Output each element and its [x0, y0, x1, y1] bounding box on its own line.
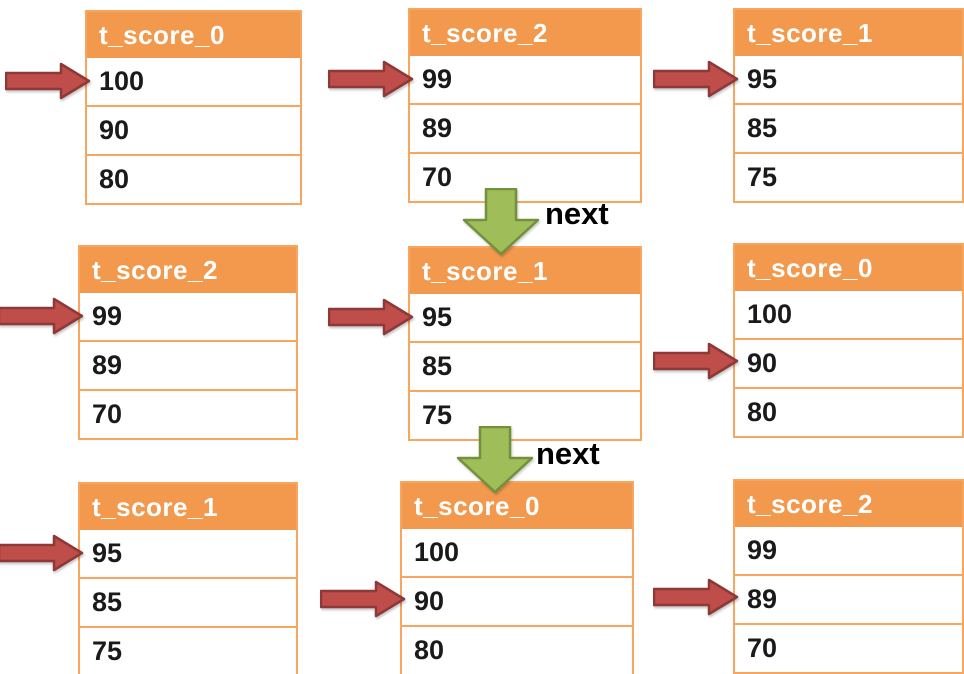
table-row: 99	[735, 527, 962, 574]
cell-value: 89	[422, 113, 453, 143]
score-table-group-top-left: t_score_0 100 90 80	[5, 10, 302, 205]
cell-value: 95	[747, 64, 778, 94]
cell-value: 89	[747, 584, 778, 614]
table-row: 100	[87, 58, 300, 105]
table-row: 85	[410, 341, 640, 390]
cell-value: 95	[422, 302, 453, 332]
cell-value: 100	[414, 537, 460, 567]
table-header: t_score_2	[735, 481, 962, 527]
table-row: 99	[410, 56, 640, 103]
score-table: t_score_2 99 89 70	[733, 479, 964, 674]
table-row: 75	[80, 626, 296, 674]
cell-value: 100	[747, 299, 793, 329]
cell-value: 100	[99, 66, 145, 96]
table-header: t_score_1	[410, 248, 640, 294]
cell-value: 70	[92, 399, 123, 429]
cell-value: 99	[422, 64, 453, 94]
cell-value: 80	[747, 397, 778, 427]
table-header: t_score_0	[735, 245, 962, 291]
current-row-pointer-arrow-icon	[0, 297, 84, 335]
table-row: 90	[87, 105, 300, 154]
table-row: 95	[735, 56, 962, 103]
table-row: 80	[87, 154, 300, 203]
table-row: 85	[80, 577, 296, 626]
table-row: 89	[80, 340, 296, 389]
table-row: 70	[80, 389, 296, 438]
score-table-group-bottom-right: t_score_2 99 89 70	[653, 479, 964, 674]
cell-value: 85	[747, 113, 778, 143]
score-table-group-middle-left: t_score_2 99 89 70	[0, 245, 298, 440]
table-header: t_score_0	[87, 12, 300, 58]
cell-value: 89	[92, 350, 123, 380]
current-row-pointer-arrow-icon	[328, 60, 414, 98]
table-row: 70	[410, 152, 640, 201]
cell-value: 70	[747, 633, 778, 663]
table-header: t_score_2	[410, 10, 640, 56]
score-table-group-middle-right: t_score_0 100 90 80	[653, 243, 964, 438]
score-table-group-bottom-middle: t_score_0 100 90 80	[320, 481, 634, 674]
current-row-pointer-arrow-icon	[653, 578, 739, 616]
table-row: 80	[735, 387, 962, 436]
cell-value: 90	[414, 586, 445, 616]
table-header: t_score_2	[80, 247, 296, 293]
next-arrow-icon	[456, 426, 534, 494]
cell-value: 80	[414, 635, 445, 665]
current-row-pointer-arrow-icon	[328, 298, 414, 336]
cell-value: 75	[747, 162, 778, 192]
table-row: 70	[735, 623, 962, 672]
current-row-pointer-arrow-icon	[320, 580, 406, 618]
score-table-group-middle-middle: t_score_1 95 85 75	[328, 246, 642, 441]
cell-value: 90	[99, 115, 130, 145]
current-row-pointer-arrow-icon	[653, 342, 739, 380]
table-row: 89	[735, 574, 962, 623]
cell-value: 90	[747, 348, 778, 378]
score-table: t_score_2 99 89 70	[408, 8, 642, 203]
table-row: 90	[402, 576, 632, 625]
table-row: 95	[80, 530, 296, 577]
table-row: 99	[80, 293, 296, 340]
current-row-pointer-arrow-icon	[653, 60, 739, 98]
score-table: t_score_1 95 85 75	[78, 482, 298, 674]
next-label: next	[545, 196, 609, 231]
table-row: 75	[735, 152, 962, 201]
score-table-group-top-right: t_score_1 95 85 75	[653, 8, 964, 203]
cell-value: 99	[92, 301, 123, 331]
table-header: t_score_1	[80, 484, 296, 530]
table-row: 80	[402, 625, 632, 674]
next-label: next	[536, 436, 600, 471]
score-table-group-bottom-left: t_score_1 95 85 75	[0, 482, 298, 674]
score-table: t_score_1 95 85 75	[408, 246, 642, 441]
cell-value: 85	[92, 587, 123, 617]
table-header: t_score_1	[735, 10, 962, 56]
cell-value: 99	[747, 535, 778, 565]
cell-value: 85	[422, 351, 453, 381]
current-row-pointer-arrow-icon	[0, 534, 84, 572]
next-arrow-icon	[462, 188, 540, 256]
table-row: 85	[735, 103, 962, 152]
cell-value: 80	[99, 164, 130, 194]
table-row: 90	[735, 338, 962, 387]
score-table: t_score_2 99 89 70	[78, 245, 298, 440]
score-table: t_score_0 100 90 80	[400, 481, 634, 674]
cell-value: 70	[422, 162, 453, 192]
score-table: t_score_1 95 85 75	[733, 8, 964, 203]
score-table: t_score_0 100 90 80	[733, 243, 964, 438]
table-row: 100	[402, 529, 632, 576]
table-row: 95	[410, 294, 640, 341]
table-row: 89	[410, 103, 640, 152]
score-table-group-top-middle: t_score_2 99 89 70	[328, 8, 642, 203]
cell-value: 95	[92, 538, 123, 568]
cell-value: 75	[92, 636, 123, 666]
score-table: t_score_0 100 90 80	[85, 10, 302, 205]
cell-value: 75	[422, 400, 453, 430]
current-row-pointer-arrow-icon	[5, 62, 91, 100]
table-header: t_score_0	[402, 483, 632, 529]
table-row: 100	[735, 291, 962, 338]
table-row: 75	[410, 390, 640, 439]
